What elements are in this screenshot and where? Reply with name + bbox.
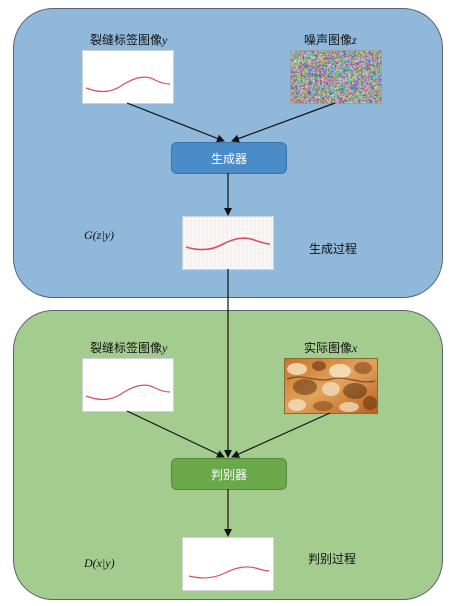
label-var: x — [352, 341, 358, 355]
generator-node: 生成器 — [171, 142, 287, 174]
discrimination-process-label: 判别过程 — [308, 552, 357, 566]
label-crack-label-image-top: 裂缝标签图像y — [90, 31, 167, 48]
noise-image — [290, 50, 382, 104]
label-var: y — [162, 33, 168, 47]
label-var: y — [162, 341, 168, 355]
generator-output-label: G(z|y) — [84, 228, 114, 242]
discriminator-node-label: 判别器 — [210, 467, 247, 482]
label-text: 实际图像 — [304, 341, 353, 355]
label-noise-image: 噪声图像z — [304, 31, 357, 48]
crack-label-image-bottom — [82, 358, 174, 412]
crack-label-image-top — [82, 50, 174, 104]
label-crack-label-image-bottom: 裂缝标签图像y — [90, 339, 167, 356]
generated-image — [182, 216, 274, 270]
discriminator-output-image — [182, 537, 274, 591]
generation-process-label: 生成过程 — [309, 242, 358, 256]
discriminator-node: 判别器 — [171, 458, 287, 490]
label-real-image: 实际图像x — [304, 339, 357, 356]
label-text: 裂缝标签图像 — [90, 341, 163, 355]
label-text: 裂缝标签图像 — [90, 33, 163, 47]
real-crack-image — [284, 358, 378, 414]
generator-node-label: 生成器 — [210, 151, 247, 166]
label-text: 噪声图像 — [304, 33, 353, 47]
discriminator-output-label: D(x|y) — [84, 556, 115, 570]
label-var: z — [352, 33, 357, 47]
